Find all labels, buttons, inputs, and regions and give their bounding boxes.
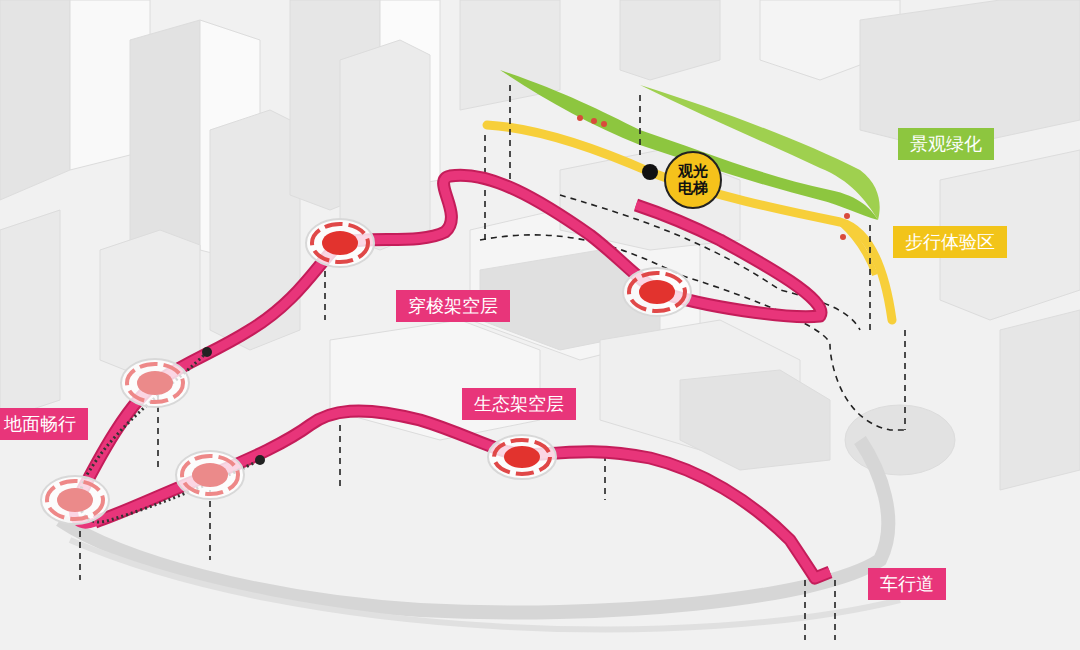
node-text: 车行道 xyxy=(880,573,934,595)
legend-box: 景观绿化 xyxy=(898,128,994,160)
layer-label: 地面畅行 xyxy=(0,408,88,440)
legend-box: 步行体验区 xyxy=(893,226,1007,258)
layer-label: 生态架空层 xyxy=(462,388,576,420)
node-text: 观光电梯 xyxy=(678,163,709,197)
layer-label: 穿梭架空层 xyxy=(396,290,510,322)
node-text: 地面畅行 xyxy=(4,413,76,435)
node-text: 步行体验区 xyxy=(905,231,995,253)
node-text: 景观绿化 xyxy=(910,133,982,155)
node-text: 生态架空层 xyxy=(474,393,564,415)
layer-label: 车行道 xyxy=(868,568,946,600)
elevator-circle: 观光电梯 xyxy=(664,151,722,209)
node-text: 穿梭架空层 xyxy=(408,295,498,317)
